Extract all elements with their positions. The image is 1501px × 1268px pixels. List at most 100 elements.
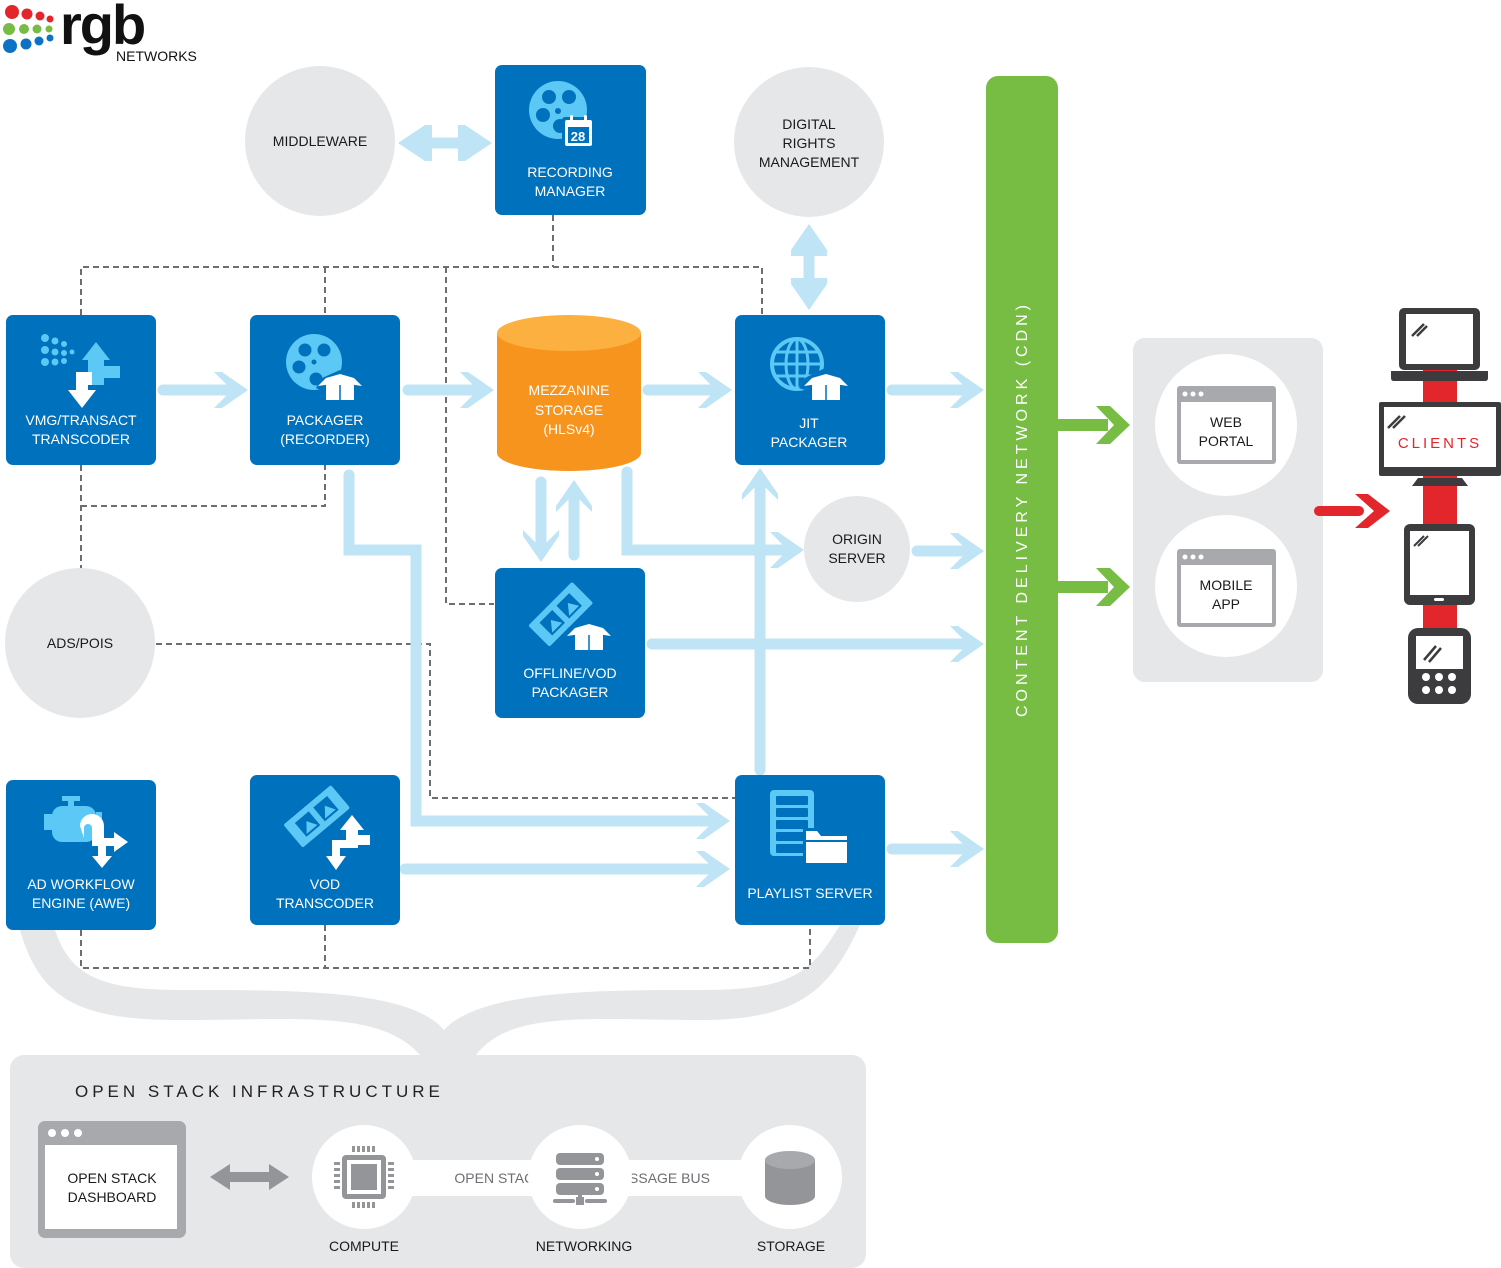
logo-subtitle: NETWORKS (116, 48, 197, 64)
awe-label-line1: AD WORKFLOW (27, 876, 135, 892)
offline-cdn-arrow (646, 626, 984, 662)
packager-recorder-label-line1: PACKAGER (287, 412, 364, 428)
drm-label-line2: RIGHTS (783, 135, 836, 151)
recording-manager-box[interactable]: 28 RECORDING MANAGER (495, 65, 646, 215)
server-folder-icon (770, 790, 850, 866)
mobile-app-node[interactable]: MOBILE APP (1155, 515, 1297, 657)
infrastructure-brace (20, 925, 860, 1055)
mezzanine-offline-arrows (523, 476, 592, 562)
engine-arrows-icon (44, 796, 128, 868)
jit-packager-label-line2: PACKAGER (771, 434, 848, 450)
vmg-transcoder-box[interactable]: VMG/TRANSACT TRANSCODER (6, 315, 156, 465)
origin-server-node[interactable]: ORIGIN SERVER (804, 496, 910, 602)
cdn-bar[interactable]: CONTENT DELIVERY NETWORK (CDN) (986, 76, 1058, 943)
film-reel-calendar-icon: 28 (529, 81, 595, 149)
origin-cdn-arrow (911, 533, 984, 569)
film-reel-box-icon (286, 334, 364, 402)
playlist-jit-arrow (742, 468, 778, 776)
drm-node[interactable]: DIGITAL RIGHTS MANAGEMENT (734, 67, 884, 217)
cdn-label: CONTENT DELIVERY NETWORK (CDN) (1014, 301, 1031, 717)
packager-recorder-label-line2: (RECORDER) (280, 431, 369, 447)
drm-jit-arrow (791, 224, 827, 310)
jit-packager-box[interactable]: JIT PACKAGER (735, 315, 885, 465)
vodtranscoder-playlist-arrow (399, 851, 730, 887)
awe-label-line2: ENGINE (AWE) (32, 895, 130, 911)
web-portal-label-line1: WEB (1210, 414, 1242, 430)
middleware-node[interactable]: MIDDLEWARE (245, 66, 395, 216)
window-dots-icon (48, 1129, 82, 1137)
window-dots-icon (1182, 391, 1204, 397)
vod-transcoder-box[interactable]: VOD TRANSCODER (250, 775, 400, 925)
storage-label: STORAGE (757, 1238, 825, 1254)
origin-label-line2: SERVER (828, 550, 885, 566)
calendar-day: 28 (571, 129, 585, 144)
web-portal-label-line2: PORTAL (1199, 433, 1254, 449)
middleware-label: MIDDLEWARE (273, 133, 367, 149)
logo-wordmark: rgb (60, 0, 144, 56)
clients-stack[interactable]: CLIENTS (1379, 308, 1501, 704)
ad-workflow-engine-box[interactable]: AD WORKFLOW ENGINE (AWE) (6, 780, 156, 930)
transcode-arrows-icon (41, 334, 120, 408)
tablet-icon (1404, 524, 1475, 605)
data-flows (157, 125, 984, 887)
offline-vod-label-line1: OFFLINE/VOD (523, 665, 616, 681)
drm-label-line3: MANAGEMENT (759, 154, 860, 170)
packager-mezzanine-arrow (402, 372, 494, 408)
mezzanine-label-line2: STORAGE (535, 402, 603, 418)
vmg-transcoder-label-line2: TRANSCODER (32, 431, 130, 447)
database-icon (765, 1151, 815, 1205)
mezzanine-label-line1: MEZZANINE (529, 382, 610, 398)
web-portal-node[interactable]: WEB PORTAL (1155, 354, 1297, 496)
network-server-icon (553, 1153, 607, 1205)
offline-vod-label-line2: PACKAGER (532, 684, 609, 700)
portals-panel: WEB PORTAL MOBILE APP (1133, 338, 1323, 682)
mobile-app-label-line1: MOBILE (1200, 577, 1253, 593)
globe-box-icon (770, 337, 851, 402)
rgb-networks-logo: rgb NETWORKS (3, 0, 197, 64)
recording-manager-label-line1: RECORDING (527, 164, 613, 180)
dashboard-label-line2: DASHBOARD (68, 1189, 157, 1205)
vmg-transcoder-label-line1: VMG/TRANSACT (25, 412, 137, 428)
vod-transcoder-label-line2: TRANSCODER (276, 895, 374, 911)
networking-node[interactable]: NETWORKING (528, 1125, 632, 1254)
origin-label-line1: ORIGIN (832, 531, 882, 547)
ads-pois-label: ADS/POIS (47, 635, 113, 651)
message-bus-label-right: MESSAGE BUS (608, 1170, 710, 1186)
recording-manager-label-line2: MANAGER (535, 183, 606, 199)
storage-node[interactable]: STORAGE (738, 1125, 842, 1254)
packager-recorder-box[interactable]: PACKAGER (RECORDER) (250, 315, 400, 465)
ads-pois-node[interactable]: ADS/POIS (5, 568, 155, 718)
dashboard-label-line1: OPEN STACK (67, 1170, 157, 1186)
jit-packager-label-line1: JIT (799, 415, 819, 431)
playlist-cdn-arrow (886, 831, 984, 867)
logo-dots-icon (3, 5, 54, 53)
vod-transcoder-label-line1: VOD (310, 876, 340, 892)
cdn-mobile-app-arrow (1058, 568, 1130, 606)
middleware-recording-arrow (398, 125, 492, 161)
cdn-portal-arrows (1058, 406, 1130, 606)
compute-node[interactable]: COMPUTE (312, 1125, 416, 1254)
openstack-dashboard[interactable]: OPEN STACK DASHBOARD (38, 1121, 186, 1238)
mezzanine-origin-arrow (621, 466, 804, 568)
filmstrip-arrows-icon (284, 785, 370, 870)
infrastructure-title: OPEN STACK INFRASTRUCTURE (75, 1082, 444, 1101)
mezzanine-jit-arrow (642, 372, 732, 408)
monitor-icon: CLIENTS (1379, 402, 1501, 486)
drm-label-line1: DIGITAL (782, 116, 836, 132)
openstack-infrastructure-panel: OPEN STACK INFRASTRUCTURE OPEN STACK DAS… (10, 1055, 866, 1268)
mobile-app-label-line2: APP (1212, 596, 1240, 612)
window-dots-icon (1182, 554, 1204, 560)
cdn-web-portal-arrow (1058, 406, 1130, 444)
mezzanine-label-line3: (HLSv4) (543, 421, 594, 437)
playlist-server-box[interactable]: PLAYLIST SERVER (735, 775, 885, 925)
phone-icon (1408, 628, 1471, 704)
offline-vod-packager-box[interactable]: OFFLINE/VOD PACKAGER (495, 568, 645, 718)
control-connections (80, 215, 811, 969)
portals-clients-arrow (1314, 494, 1390, 528)
dashboard-compute-arrow (210, 1164, 289, 1190)
jit-cdn-arrow (886, 372, 984, 408)
laptop-icon (1391, 308, 1488, 381)
packager-playlist-arrow (343, 469, 730, 839)
mezzanine-storage-cylinder[interactable]: MEZZANINE STORAGE (HLSv4) (497, 315, 641, 471)
